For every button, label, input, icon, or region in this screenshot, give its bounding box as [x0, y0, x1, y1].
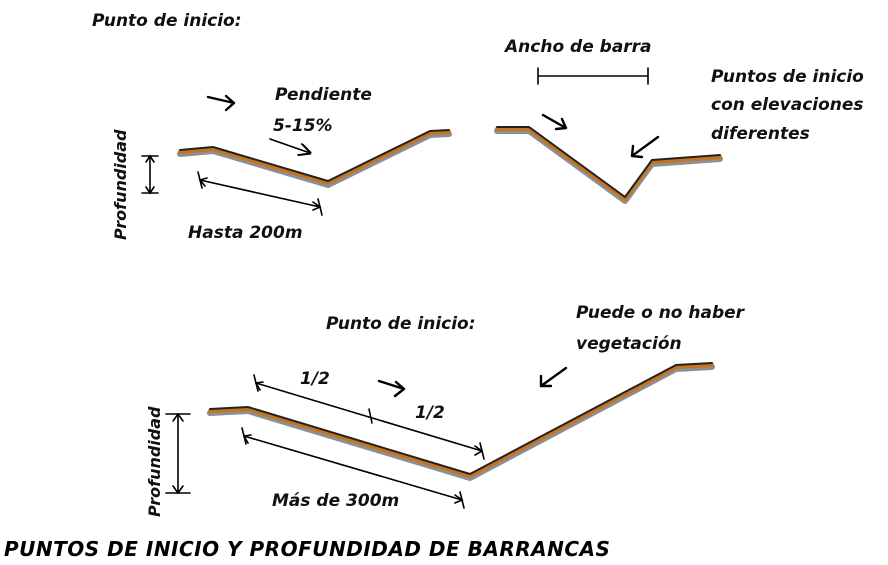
slope-range-label: 5-15%	[273, 116, 333, 136]
figure-caption: PUNTOS DE INICIO Y PROFUNDIDAD DE BARRAN…	[4, 537, 610, 561]
half-label-1: 1/2	[300, 369, 330, 389]
start-point-label-1: Punto de inicio:	[92, 11, 242, 31]
up-to-label: Hasta 200m	[188, 223, 303, 243]
depth-dimension-1	[141, 154, 159, 195]
slope-label: Pendiente	[275, 85, 372, 105]
pointer-arrow-icon	[630, 135, 660, 159]
half-label-2: 1/2	[415, 403, 445, 423]
start-point-label-2: Punto de inicio:	[326, 314, 476, 334]
depth-label-1: Profundidad	[111, 129, 130, 240]
gully-profile-long	[207, 362, 715, 481]
depth-dimension-2	[165, 412, 191, 495]
bar-width-label: Ancho de barra	[503, 37, 652, 57]
gully-profile-short	[177, 129, 452, 188]
gully-profile-bar	[494, 126, 723, 204]
vegetation-label-line2: vegetación	[576, 334, 682, 354]
slope-arrow-icon	[269, 138, 310, 153]
start-arrow-icon-2	[541, 113, 568, 131]
start-arrow-icon-3	[377, 379, 406, 398]
vegetation-label-line1: Puede o no haber	[576, 303, 746, 323]
depth-label-2: Profundidad	[145, 406, 164, 517]
start-arrow-icon	[206, 94, 236, 112]
more-than-label: Más de 300m	[272, 491, 399, 511]
multi-start-label-line3: diferentes	[711, 124, 810, 144]
bar-width-dimension	[537, 67, 649, 85]
half-dimension	[253, 374, 485, 460]
length-dimension-2	[241, 427, 465, 509]
vegetation-arrow-icon	[539, 366, 568, 388]
multi-start-label-line1: Puntos de inicio	[711, 67, 864, 87]
length-dimension-1	[197, 171, 323, 216]
multi-start-label-line2: con elevaciones	[711, 95, 864, 115]
